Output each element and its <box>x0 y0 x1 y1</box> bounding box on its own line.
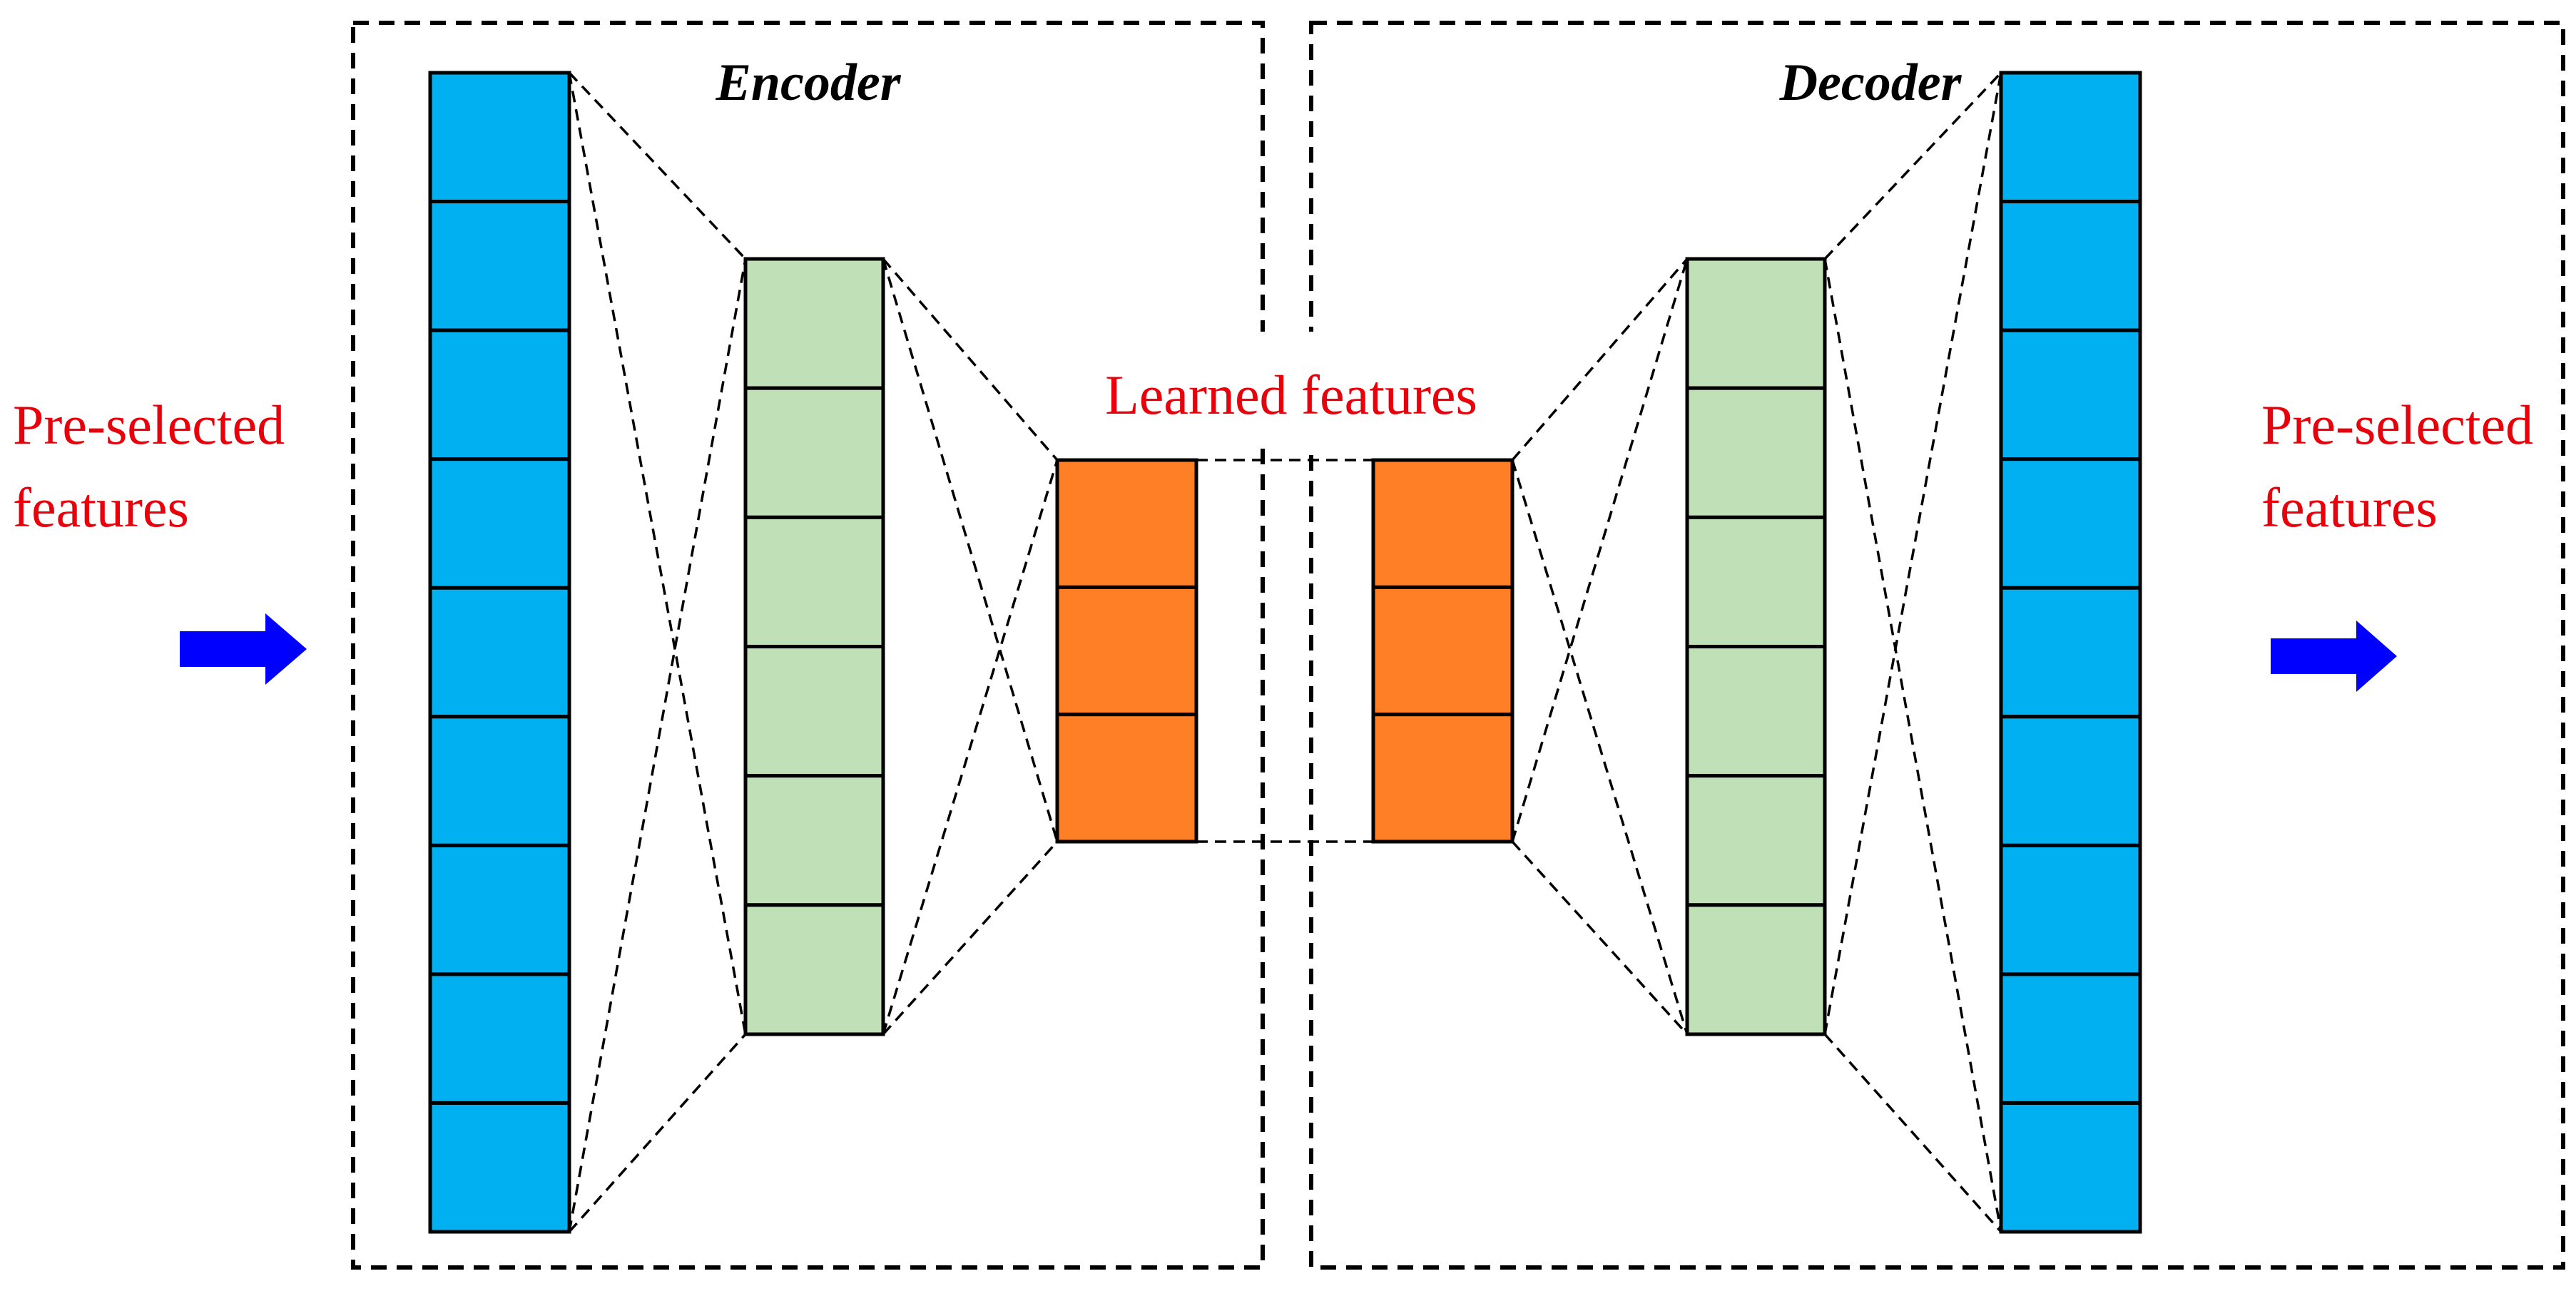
encoder-code-layer <box>1055 458 1198 844</box>
decoder-output-cell <box>1999 715 2142 847</box>
connection-line <box>1511 257 1689 461</box>
output-label-line2: features <box>2261 476 2438 539</box>
decoder-output-cell <box>1999 457 2142 590</box>
input-arrow-icon <box>180 613 307 685</box>
encoder-code-cell <box>1055 713 1198 844</box>
decoder-frame <box>1309 21 2565 1270</box>
encoder-code-cell <box>1055 585 1198 717</box>
connection-line <box>1823 71 2002 260</box>
decoder-hidden-cell <box>1685 774 1827 907</box>
encoder-input-cell <box>428 71 571 204</box>
connection-line <box>1823 1033 2002 1233</box>
encoder-input-cell <box>428 200 571 332</box>
decoder-output-cell <box>1999 200 2142 332</box>
encoder-hidden-cell <box>743 903 885 1036</box>
decoder-hidden-layer <box>1685 257 1827 1036</box>
decoder-hidden-cell <box>1685 515 1827 648</box>
encoder-input-cell <box>428 586 571 719</box>
decoder-hidden-cell <box>1685 257 1827 390</box>
connection-line <box>882 257 1059 461</box>
encoder-input-cell <box>428 972 571 1105</box>
decoder-output-cell <box>1999 1101 2142 1234</box>
decoder-output-cell <box>1999 972 2142 1105</box>
center-label: Learned features <box>1105 364 1477 426</box>
connection-line <box>1511 258 1689 842</box>
encoder-title: Encoder <box>716 53 902 112</box>
connection-line <box>1511 459 1689 1035</box>
decoder-code-layer <box>1371 458 1514 844</box>
encoder-hidden-layer <box>743 257 885 1036</box>
encoder-hidden-cell <box>743 257 885 390</box>
encoder-input-cell <box>428 1101 571 1234</box>
connection-line <box>568 258 747 1233</box>
decoder-code-cell <box>1371 458 1514 589</box>
connection-line <box>1823 72 2002 1035</box>
encoder-code-cell <box>1055 458 1198 589</box>
encoder-input-cell <box>428 715 571 847</box>
decoder-hidden-cell <box>1685 645 1827 778</box>
connection-line <box>568 1033 747 1233</box>
decoder-output-cell <box>1999 328 2142 461</box>
decoder-output-cell <box>1999 843 2142 976</box>
connection-line <box>882 258 1059 842</box>
encoder-frame <box>351 21 1265 1270</box>
decoder-hidden-cell <box>1685 903 1827 1036</box>
encoder-input-layer <box>428 71 571 1234</box>
center-label-background <box>1070 332 1519 446</box>
connection-line <box>568 71 747 260</box>
encoder-input-cell <box>428 843 571 976</box>
decoder-hidden-cell <box>1685 386 1827 519</box>
input-label-line1: Pre-selected <box>13 394 285 456</box>
output-label-line1: Pre-selected <box>2261 394 2533 456</box>
encoder-hidden-cell <box>743 515 885 648</box>
connection-line <box>882 840 1059 1036</box>
connection-line <box>1511 840 1689 1036</box>
decoder-output-cell <box>1999 586 2142 719</box>
encoder-hidden-cell <box>743 774 885 907</box>
encoder-hidden-cell <box>743 645 885 778</box>
encoder-input-cell <box>428 328 571 461</box>
connection-line <box>1823 258 2002 1233</box>
input-label-line2: features <box>13 476 189 539</box>
decoder-output-layer <box>1999 71 2142 1234</box>
encoder-input-cell <box>428 457 571 590</box>
decoder-title: Decoder <box>1779 53 1962 112</box>
decoder-code-cell <box>1371 713 1514 844</box>
connection-line <box>568 72 747 1035</box>
connection-lines <box>568 71 2002 1233</box>
decoder-code-cell <box>1371 585 1514 717</box>
decoder-output-cell <box>1999 71 2142 204</box>
connection-line <box>882 459 1059 1035</box>
encoder-hidden-cell <box>743 386 885 519</box>
output-arrow-icon <box>2271 621 2397 692</box>
